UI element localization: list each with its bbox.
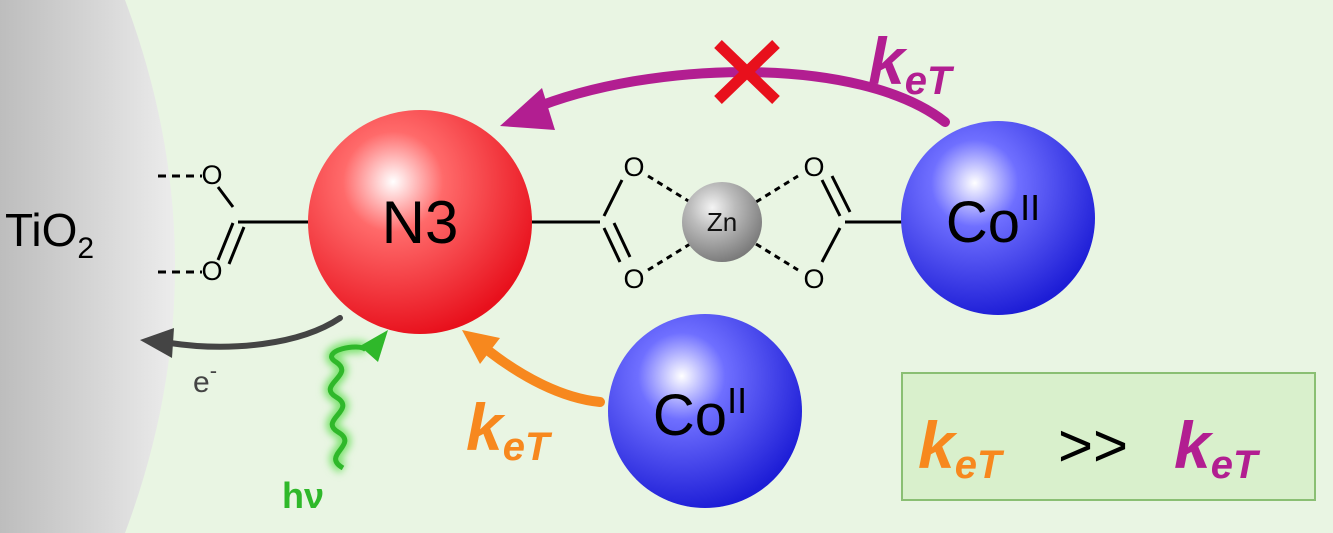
cobalt-free-label: CoII [653, 380, 747, 448]
electron-injection-arrow [167, 315, 343, 350]
oxygen-atom-anchor-top: O [201, 160, 222, 190]
back-rate-label: keT [868, 24, 955, 103]
summary-box [901, 372, 1316, 501]
cobalt-bound-sphere [901, 121, 1095, 315]
oxygen-atom-bridge-2: O [623, 264, 644, 294]
zinc-label: Zn [707, 207, 737, 237]
bridge-carboxylates [530, 174, 905, 272]
back-transfer-arrowhead [500, 88, 555, 130]
anchor-carboxylate [158, 174, 310, 274]
bond-o-top [216, 186, 235, 208]
forward-transfer-arrowhead [462, 330, 500, 364]
summary-relation: >> [1058, 412, 1128, 479]
forward-rate-label: keT [466, 390, 553, 469]
photon-wave [327, 344, 368, 471]
oxygen-atom-bridge-1: O [623, 152, 644, 182]
bridge-right-o-top-b [830, 175, 852, 213]
oxygen-atom-bridge-3: O [803, 152, 824, 182]
bridge-right-o-bottom [820, 227, 842, 263]
bridge-left-o-bottom-a [602, 227, 622, 263]
tio2-label: TiO2 [5, 204, 94, 265]
bond-o-bottom-a [216, 222, 235, 261]
photon-arrowhead [360, 330, 388, 362]
oxygen-atom-anchor-bottom: O [201, 256, 222, 286]
bridge-left-o-bottom-b [612, 222, 632, 258]
cobalt-free-sphere [608, 314, 802, 508]
electron-injection-arrowhead [140, 328, 174, 358]
forward-transfer-arrow [485, 347, 605, 407]
electron-label: e- [193, 358, 217, 399]
dye-label: N3 [382, 189, 459, 256]
photon-label: hν [282, 475, 324, 516]
bridge-left-o-top [602, 179, 624, 217]
zn-coord-4 [755, 242, 799, 272]
dye-sphere [308, 110, 532, 334]
cross-icon [714, 40, 780, 104]
summary-back-rate: keT [1174, 408, 1261, 487]
zn-coord-1 [647, 174, 691, 204]
cobalt-bound-label: CoII [946, 187, 1040, 255]
zn-coord-2 [647, 242, 691, 272]
tio2-surface [0, 0, 175, 533]
zinc-sphere [682, 182, 762, 262]
zn-coord-3 [755, 174, 799, 204]
photon-wave-glow [324, 341, 371, 474]
summary-forward-rate: keT [918, 408, 1005, 487]
oxygen-atom-bridge-4: O [803, 264, 824, 294]
bond-o-bottom-b [227, 226, 246, 265]
bridge-right-o-top-a [820, 179, 842, 217]
